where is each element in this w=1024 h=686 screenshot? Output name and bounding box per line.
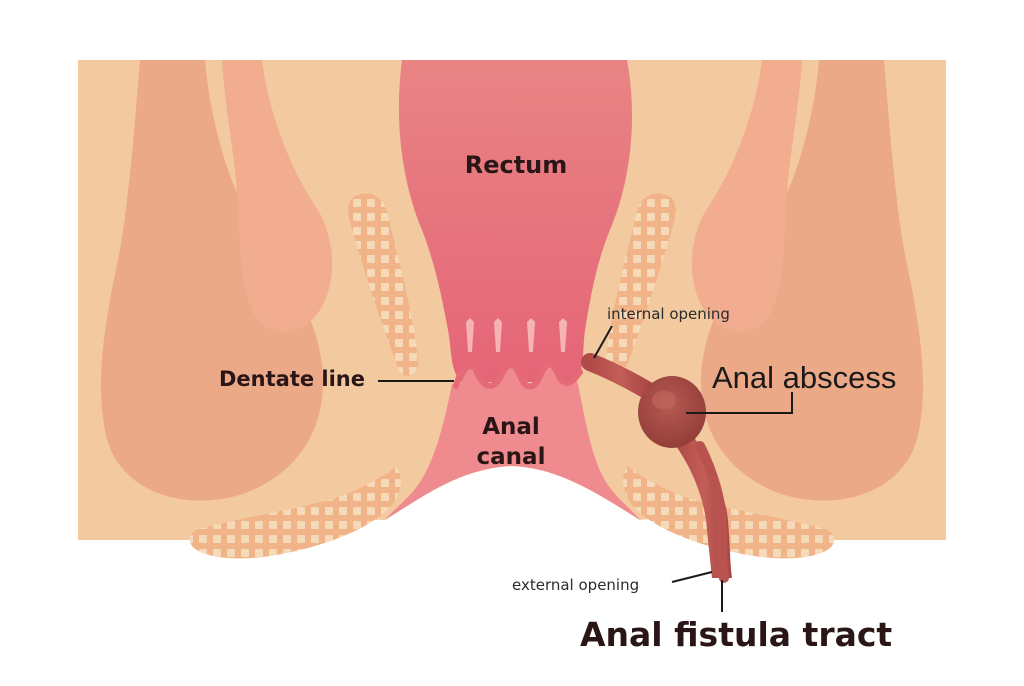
dentate-line-label: Dentate line xyxy=(219,367,365,391)
dentate-line-edge xyxy=(453,360,583,390)
internal-opening-label: internal opening xyxy=(607,305,730,323)
rectum-label: Rectum xyxy=(465,151,568,179)
left-outer-muscle xyxy=(100,60,324,501)
anal-column-4 xyxy=(559,318,567,352)
anal-column-1 xyxy=(466,318,474,352)
fistula-lower-core xyxy=(695,441,729,583)
right-outer-muscle xyxy=(700,60,924,501)
right-lower-sphincter-mesh xyxy=(623,466,835,559)
abscess-bulge xyxy=(638,376,706,448)
fistula-tract-upper xyxy=(581,353,659,401)
anal-canal xyxy=(385,367,640,520)
anal-canal-label-2: canal xyxy=(477,444,546,470)
anal-column-3 xyxy=(527,318,535,352)
external-opening-label: external opening xyxy=(512,576,639,594)
internal-opening-leader xyxy=(593,325,613,359)
external-opening-leader xyxy=(671,571,713,583)
right-upper-sphincter-mesh xyxy=(605,193,676,376)
left-lower-sphincter-mesh xyxy=(189,466,401,559)
left-inner-muscle xyxy=(222,60,333,332)
rectum xyxy=(398,60,633,382)
anal-abscess-leader xyxy=(686,392,793,414)
anal-canal-label-1: Anal xyxy=(482,414,540,440)
anal-column-2 xyxy=(494,318,502,352)
anal-abscess-label: Anal abscess xyxy=(712,360,896,395)
right-inner-muscle xyxy=(691,60,802,332)
fistula-tract-label: Anal fistula tract xyxy=(580,615,892,654)
left-upper-sphincter-mesh xyxy=(348,193,419,376)
abscess-highlight xyxy=(652,391,676,409)
